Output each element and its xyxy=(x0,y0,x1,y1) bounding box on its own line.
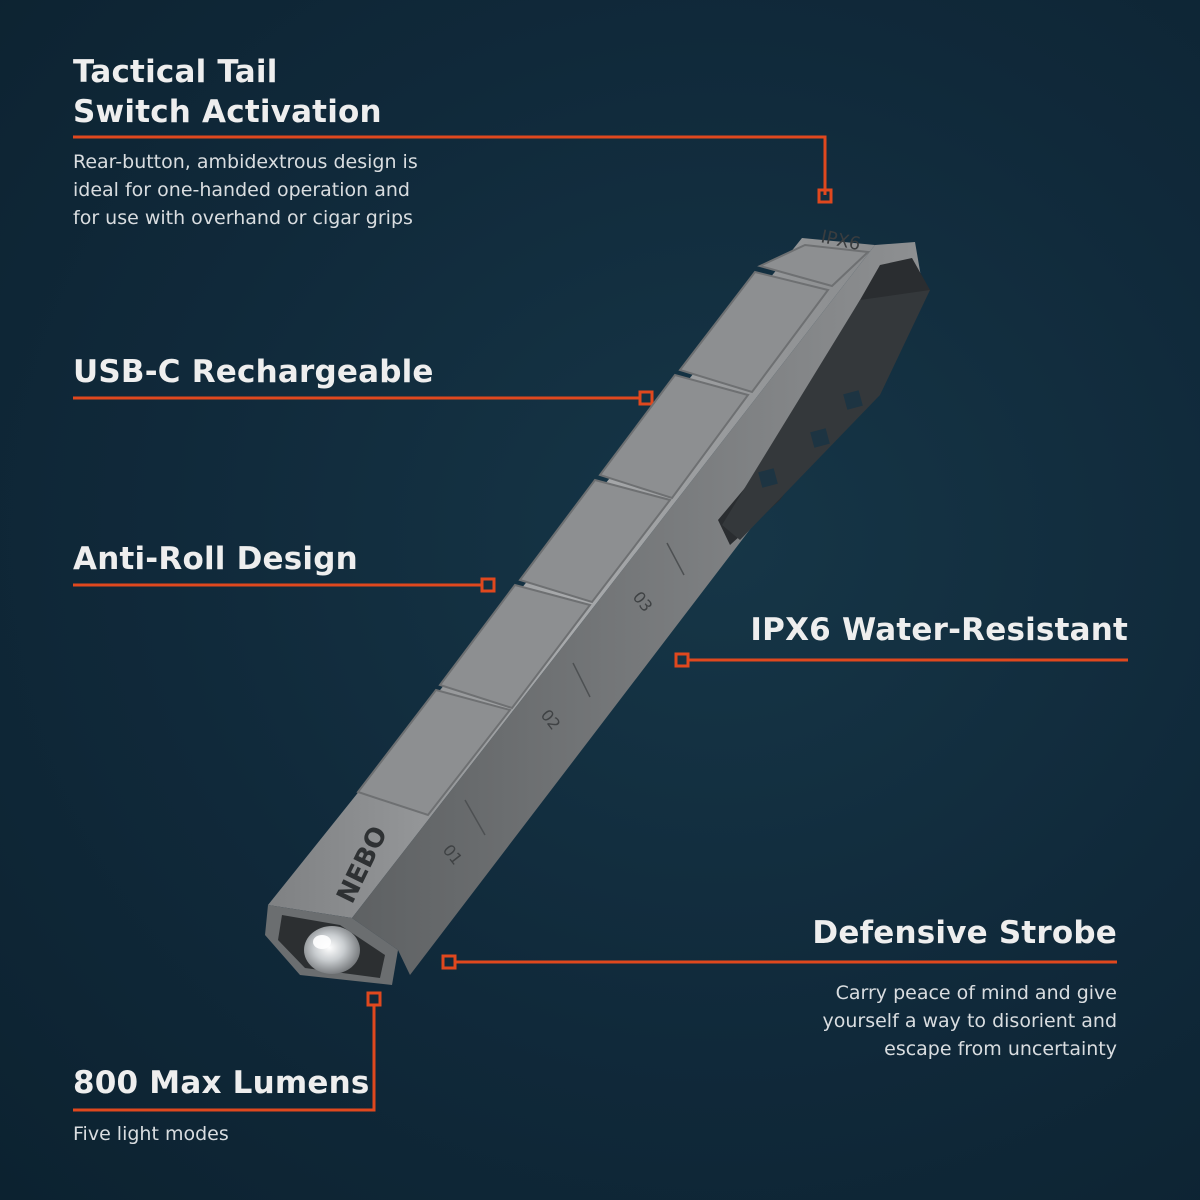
strobe-desc-line3: escape from uncertainty xyxy=(884,1038,1117,1060)
strobe-desc-line2: yourself a way to disorient and xyxy=(822,1010,1118,1032)
tail-switch-desc-line1: Rear-button, ambidextrous design is xyxy=(73,151,418,173)
lumens-marker xyxy=(366,991,382,1007)
tail-switch-leader-line xyxy=(73,135,827,195)
strobe-description: Carry peace of mind and give yourself a … xyxy=(823,979,1118,1063)
usb-c-title: USB-C Rechargeable xyxy=(73,354,434,390)
anti-roll-marker xyxy=(480,577,496,593)
flashlight-body xyxy=(265,238,925,985)
anti-roll-title: Anti-Roll Design xyxy=(73,541,358,577)
tail-switch-marker xyxy=(817,188,833,204)
tail-switch-title: Tactical Tail Switch Activation xyxy=(73,52,382,132)
lens-icon xyxy=(304,926,360,974)
tail-switch-title-line2: Switch Activation xyxy=(73,94,382,130)
pocket-clip xyxy=(718,258,930,545)
ipx6-title: IPX6 Water-Resistant xyxy=(750,612,1128,648)
tail-switch-title-line1: Tactical Tail xyxy=(73,54,278,90)
strobe-desc-line1: Carry peace of mind and give xyxy=(835,982,1117,1004)
lumens-description: Five light modes xyxy=(73,1123,229,1145)
strobe-marker xyxy=(441,954,457,970)
tail-switch-description: Rear-button, ambidextrous design is idea… xyxy=(73,148,418,232)
tail-switch-desc-line2: ideal for one-handed operation and xyxy=(73,179,410,201)
tail-switch-desc-line3: for use with overhand or cigar grips xyxy=(73,207,413,229)
lumens-leader-line xyxy=(73,1005,376,1112)
ipx6-marker xyxy=(674,652,690,668)
strobe-title: Defensive Strobe xyxy=(812,915,1117,951)
usb-c-marker xyxy=(638,390,654,406)
lumens-title: 800 Max Lumens xyxy=(73,1065,370,1101)
